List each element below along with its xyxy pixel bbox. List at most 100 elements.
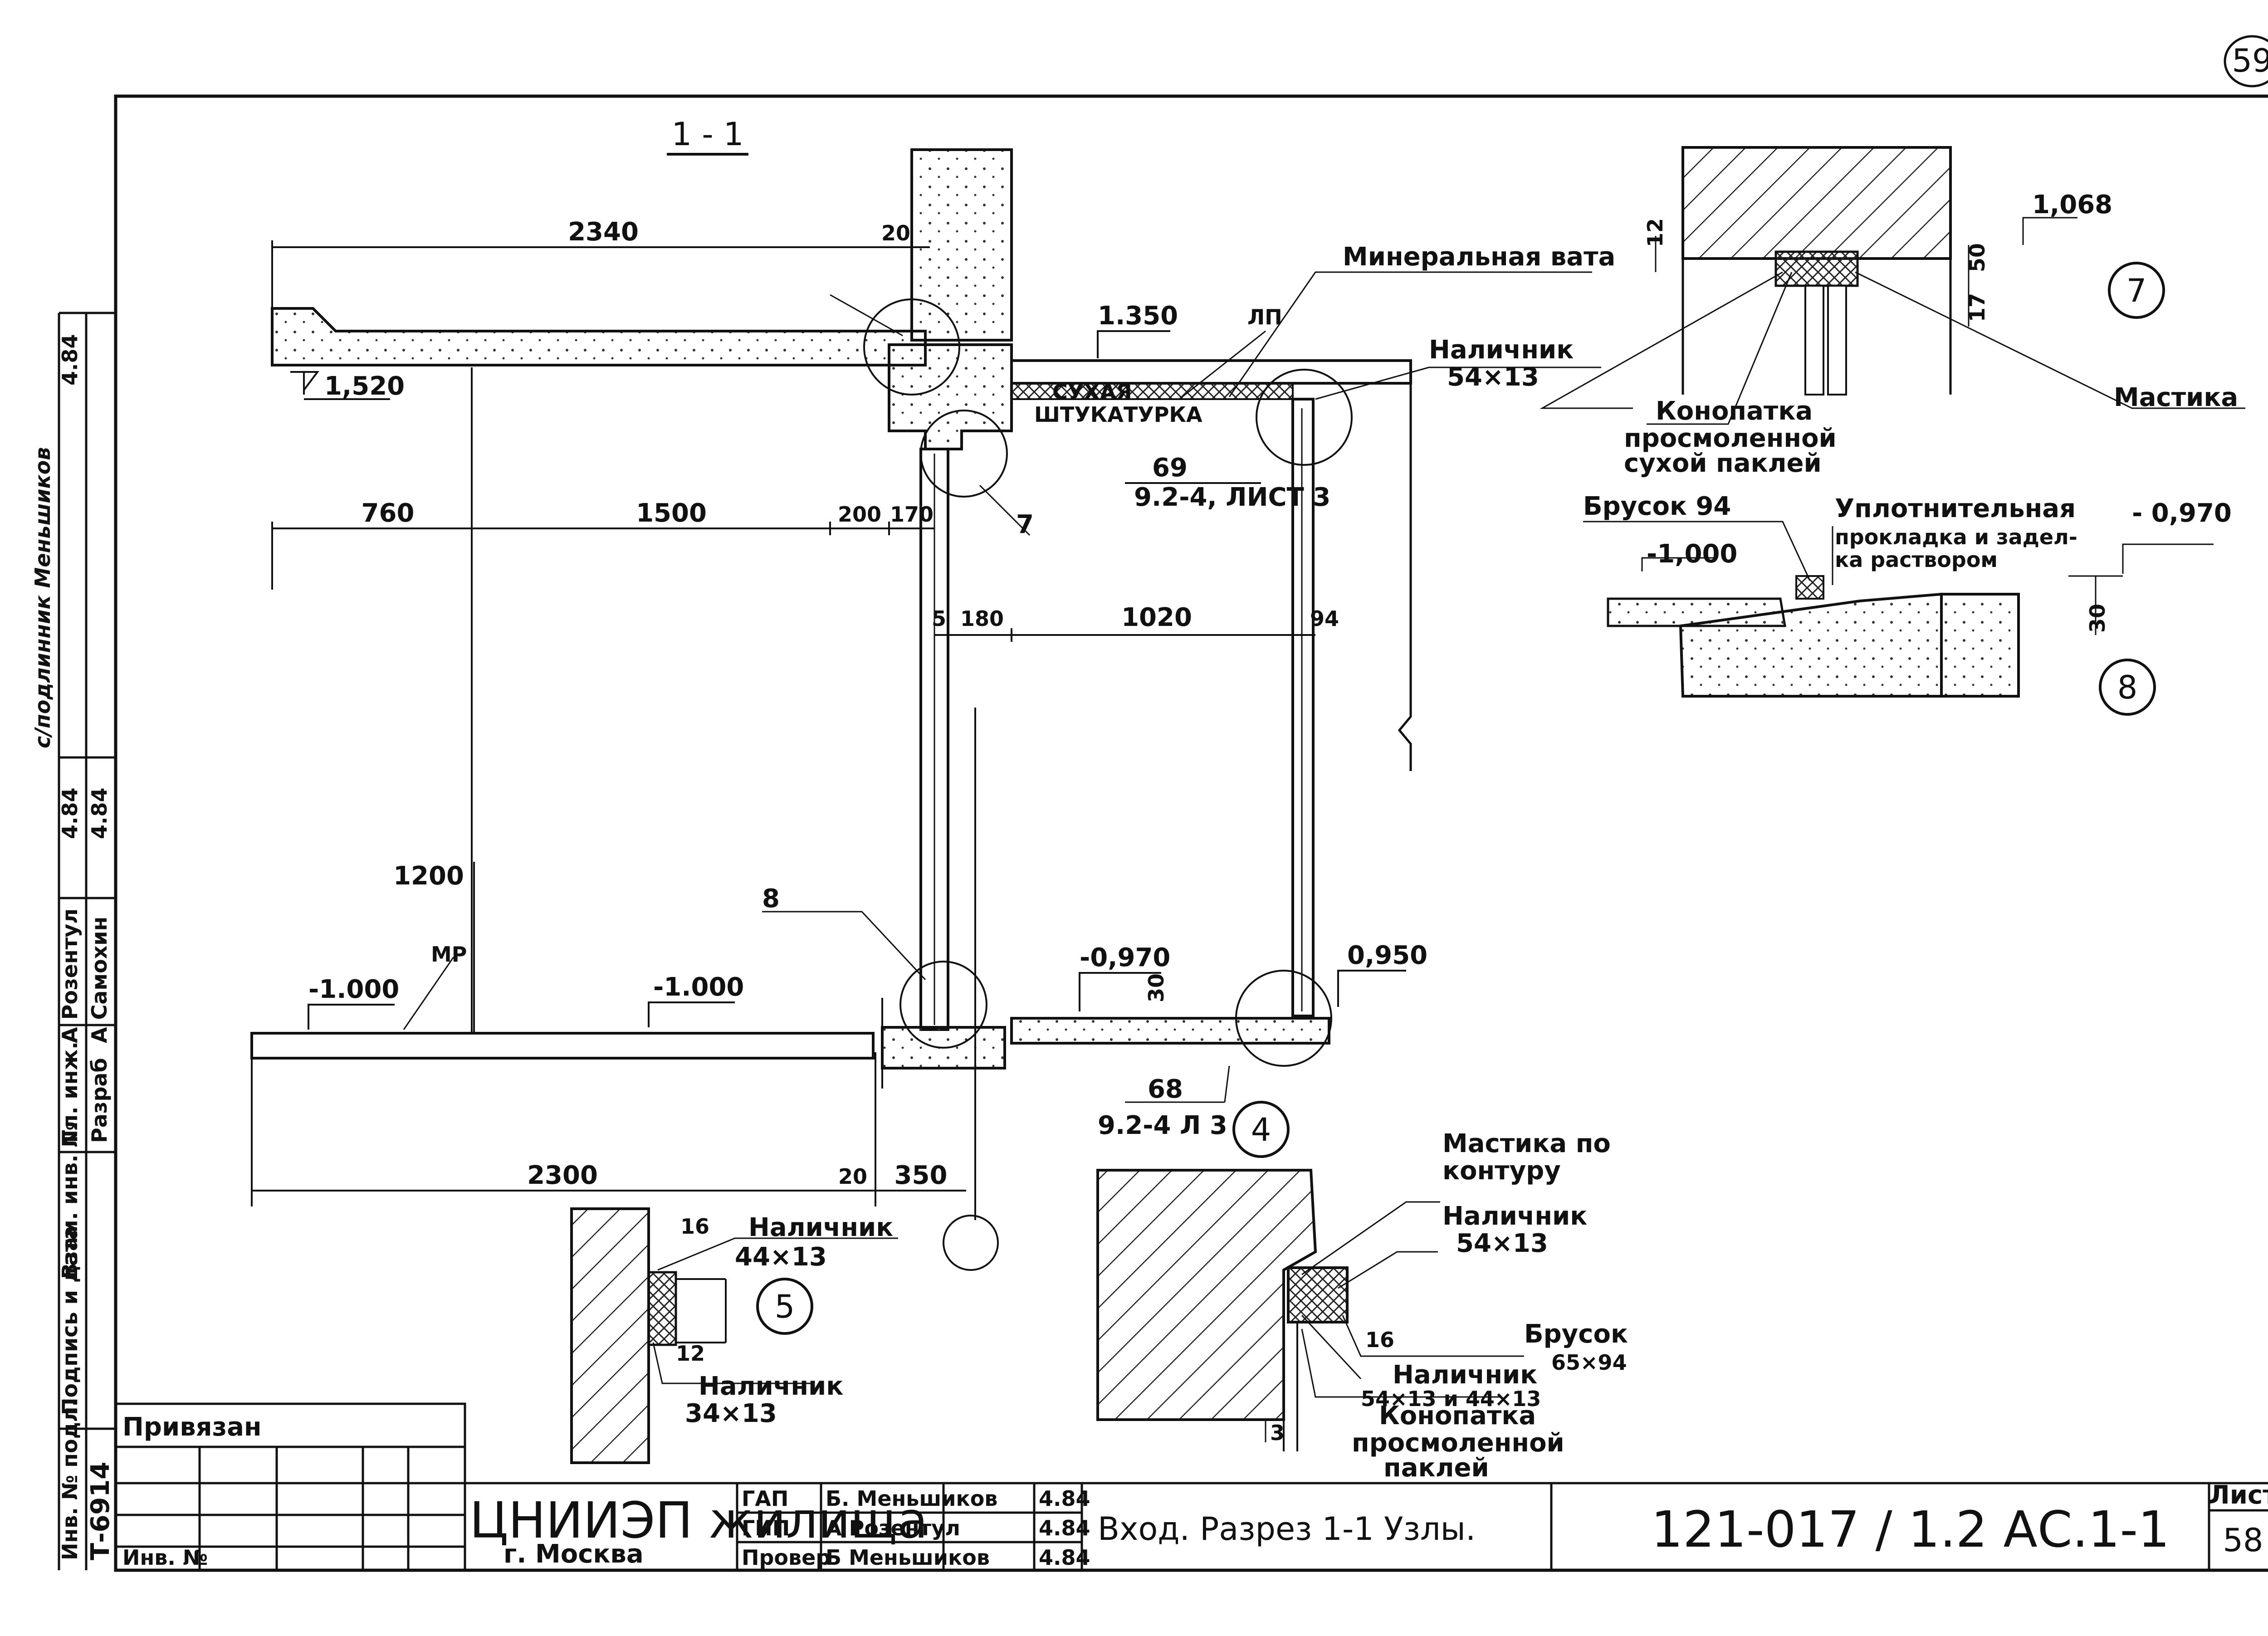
svg-text:12: 12 [676, 1341, 705, 1366]
ref-8: 8 [762, 884, 780, 913]
svg-text:4.84: 4.84 [1039, 1486, 1090, 1511]
dim-760: 760 [362, 498, 415, 528]
svg-text:Б. Меньшиков: Б. Меньшиков [826, 1486, 997, 1511]
ref-68-a: 68 [1148, 1074, 1183, 1104]
svg-text:прокладка и задел-: прокладка и задел- [1835, 525, 2077, 549]
svg-text:-1,000: -1,000 [1647, 539, 1737, 569]
svg-text:просмоленной: просмоленной [1624, 424, 1837, 453]
svg-text:1 - 1: 1 - 1 [672, 116, 744, 153]
svg-text:50: 50 [1965, 243, 1989, 272]
svg-text:54×13 и 44×13: 54×13 и 44×13 [1361, 1387, 1541, 1411]
svg-text:А Самохин: А Самохин [87, 917, 112, 1043]
svg-text:Провер: Провер [742, 1545, 831, 1570]
svg-text:Конопатка: Конопатка [1656, 396, 1813, 426]
svg-text:просмоленной: просмоленной [1352, 1428, 1564, 1458]
lintel [888, 343, 1013, 450]
upper-slab [271, 307, 927, 366]
svg-text:Б Меньшиков: Б Меньшиков [826, 1545, 990, 1570]
svg-text:Наличник: Наличник [748, 1213, 893, 1242]
dim-180: 180 [960, 606, 1004, 631]
svg-text:паклей: паклей [1383, 1453, 1489, 1483]
svg-text:30: 30 [2085, 604, 2110, 633]
svg-text:Конопатка: Конопатка [1379, 1401, 1536, 1431]
svg-text:44×13: 44×13 [735, 1242, 827, 1272]
ref-68-b: 9.2-4 Л 3 [1098, 1111, 1227, 1140]
label-mineral-wool: Минеральная вата [1343, 242, 1615, 272]
dim-200: 200 [838, 502, 881, 527]
svg-text:Брусок 94: Брусок 94 [1583, 492, 1731, 521]
sheet-title: Вход. Разрез 1-1 Узлы. [1098, 1510, 1476, 1548]
svg-text:3: 3 [1270, 1421, 1285, 1445]
svg-text:А Розентул: А Розентул [826, 1516, 960, 1540]
svg-text:Разраб: Разраб [87, 1058, 112, 1143]
svg-text:4: 4 [1251, 1111, 1271, 1148]
label-mr: МР [431, 942, 467, 967]
dim-20-top: 20 [881, 221, 910, 245]
canopy-slab [1010, 359, 1412, 385]
svg-text:Брусок: Брусок [1524, 1319, 1628, 1349]
door-frame-right [1291, 398, 1315, 1017]
svg-text:Т-6914: Т-6914 [86, 1462, 115, 1560]
title-block: Привязан Инв. № ЦНИИЭП жилища г. Москва … [114, 1402, 2268, 1572]
section-title: 1 - 1 [667, 116, 748, 156]
dim-5: 5 [932, 606, 946, 631]
privyazan-label: Привязан [122, 1412, 262, 1442]
dim-1500: 1500 [636, 498, 707, 528]
svg-text:8: 8 [2117, 669, 2138, 706]
label-dry-plaster-1: СУХАЯ [1052, 380, 1132, 404]
floor-slab-left [250, 1032, 875, 1060]
node-5: 5 Наличник 44×13 Наличник 34×13 16 12 [570, 1207, 898, 1464]
svg-text:4.84: 4.84 [1039, 1516, 1090, 1540]
detail-circle-bottom [943, 1215, 999, 1271]
mineral-wool-layer [1011, 382, 1294, 400]
detail-circle-top-left [863, 298, 960, 396]
ref-69-b: 9.2-4, ЛИСТ 3 [1134, 483, 1330, 512]
level-1350: 1.350 [1098, 301, 1178, 331]
svg-text:4.84: 4.84 [1039, 1545, 1090, 1570]
svg-text:Наличник: Наличник [699, 1372, 843, 1401]
svg-text:Подпись и дата: Подпись и дата [58, 1226, 82, 1415]
dim-2340: 2340 [568, 217, 639, 247]
svg-text:Мастика: Мастика [2114, 383, 2238, 412]
label-trim-54x13-b: 54×13 [1447, 362, 1539, 392]
detail-circle-7 [920, 410, 1008, 498]
sheet-corner-number: 59 [2224, 35, 2268, 88]
detail-circle-69 [1256, 369, 1353, 466]
svg-text:ГАП: ГАП [742, 1486, 788, 1511]
svg-text:5: 5 [775, 1288, 795, 1325]
svg-text:54×13: 54×13 [1456, 1229, 1548, 1258]
ref-7: 7 [1016, 510, 1034, 539]
level-minus-1000-left: -1.000 [308, 975, 399, 1004]
svg-text:1,068: 1,068 [2032, 190, 2112, 220]
list-number: 58 [2223, 1522, 2263, 1559]
dim-1200: 1200 [393, 861, 464, 891]
label-lp: ЛП [1247, 305, 1282, 329]
dim-1020: 1020 [1121, 603, 1192, 632]
svg-text:59: 59 [2232, 42, 2268, 79]
list-label: Лист [2209, 1480, 2268, 1510]
svg-text:17: 17 [1965, 293, 1989, 322]
svg-text:Инв. № подл.: Инв. № подл. [58, 1399, 82, 1560]
org-city: г. Москва [503, 1539, 644, 1569]
svg-text:сухой паклей: сухой паклей [1624, 449, 1822, 478]
wall-column [910, 148, 1013, 342]
svg-text:12: 12 [1643, 218, 1667, 247]
svg-text:с/подлинник Меньшиков: с/подлинник Меньшиков [30, 447, 55, 748]
drawing-code: 121-017 / 1.2 АС.1-1 [1651, 1500, 2170, 1558]
svg-text:- 0,970: - 0,970 [2132, 498, 2232, 528]
dim-30: 30 [1144, 973, 1168, 1002]
level-0950: 0,950 [1347, 941, 1427, 970]
detail-circle-8 [899, 961, 987, 1049]
svg-text:Взам. инв. №: Взам. инв. № [58, 1122, 82, 1279]
label-trim-54x13-a: Наличник [1429, 335, 1574, 365]
svg-text:Наличник: Наличник [1393, 1360, 1537, 1390]
svg-text:4.84: 4.84 [58, 334, 82, 386]
svg-text:65×94: 65×94 [1551, 1350, 1627, 1375]
node-8: 8 Брусок 94 Уплотнительная прокладка и з… [1583, 492, 2232, 716]
ref-69-a: 69 [1152, 453, 1188, 483]
svg-text:Уплотнительная: Уплотнительная [1835, 494, 2076, 523]
svg-text:Наличник: Наличник [1442, 1201, 1587, 1231]
svg-text:А Розентул: А Розентул [58, 908, 82, 1043]
section-1-1: 2340 20 760 1500 200 170 5 180 1020 94 1… [250, 148, 1615, 1271]
dim-94: 94 [1310, 606, 1339, 631]
